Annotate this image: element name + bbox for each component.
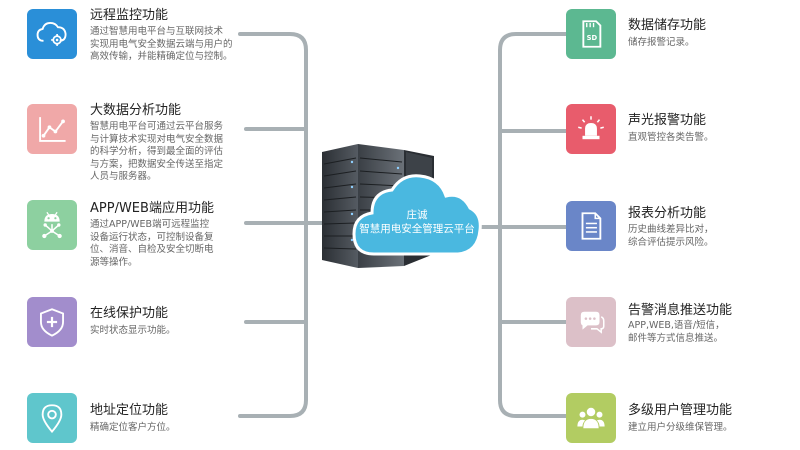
desc-line: 实现用电气安全数据云端与用户的 (90, 38, 233, 50)
svg-text:SD: SD (587, 34, 598, 42)
big-data-icon-box[interactable] (27, 104, 77, 154)
alarm-icon-box[interactable] (566, 104, 616, 154)
desc-line: 设备运行状态，可控制设备复 (90, 231, 214, 243)
left-title-0: 远程监控功能 (90, 8, 169, 23)
desc-line: 与方案，把数据安全传送至指定 (90, 158, 224, 170)
alert-push-icon-box[interactable] (566, 297, 616, 347)
app-web-icon-box[interactable] (27, 200, 77, 250)
right-desc-3: APP,WEB,语音/短信， 邮件等方式信息推送。 (628, 320, 800, 345)
right-title-3: 告警消息推送功能 (628, 303, 733, 318)
desc-line: 实时状态显示功能。 (90, 325, 176, 336)
platform-label: 庄诚 智慧用电安全管理云平台 (352, 208, 482, 236)
desc-line: 直观管控各类告警。 (628, 132, 714, 143)
data-storage-icon-box[interactable]: SD (566, 9, 616, 59)
desc-line: 与计算技术实现对电气安全数据 (90, 133, 224, 145)
right-title-1: 声光报警功能 (628, 113, 707, 128)
location-pin-icon (41, 404, 63, 434)
desc-line: 人员与服务器。 (90, 171, 157, 182)
desc-line: 位、消音、自检及安全切断电 (90, 244, 214, 255)
left-title-2: APP/WEB端应用功能 (90, 201, 214, 216)
desc-line: 通过APP/WEB端可远程监控 (90, 219, 210, 230)
platform-brand: 庄诚 (406, 209, 428, 221)
android-icon (42, 211, 62, 239)
alarm-light-icon (578, 116, 604, 140)
left-desc-0: 通过智慧用电平台与互联网技术 实现用电气安全数据云端与用户的 高效传输，并能精确… (90, 26, 270, 64)
right-title-0: 数据储存功能 (628, 18, 707, 33)
desc-line: 智慧用电平台可通过云平台服务 (90, 121, 224, 132)
desc-line: 历史曲线差异比对， (628, 224, 714, 235)
desc-line: 建立用户分级维保管理。 (628, 422, 733, 433)
cloud-gear-icon (36, 22, 67, 46)
right-title-4: 多级用户管理功能 (628, 403, 733, 418)
left-title-1: 大数据分析功能 (90, 103, 182, 118)
desc-line: 的科学分析，得到最全面的评估 (90, 146, 224, 157)
right-title-2: 报表分析功能 (628, 206, 707, 221)
user-manage-icon-box[interactable] (566, 393, 616, 443)
shield-plus-icon (40, 308, 64, 337)
sd-card-icon: SD (582, 20, 602, 48)
desc-line: 综合评估提示风险。 (628, 236, 714, 248)
document-icon (581, 212, 602, 240)
right-desc-1: 直观管控各类告警。 (628, 132, 800, 145)
desc-line: 高效传输，并能精确定位与控制。 (90, 51, 233, 62)
right-desc-2: 历史曲线差异比对， 综合评估提示风险。 (628, 224, 800, 249)
left-desc-2: 通过APP/WEB端可远程监控 设备运行状态，可控制设备复 位、消音、自检及安全… (90, 219, 270, 269)
left-title-4: 地址定位功能 (90, 403, 169, 418)
left-title-3: 在线保护功能 (90, 306, 169, 321)
location-icon-box[interactable] (27, 393, 77, 443)
desc-line: 源等操作。 (90, 256, 138, 268)
left-desc-1: 智慧用电平台可通过云平台服务 与计算技术实现对电气安全数据 的科学分析，得到最全… (90, 121, 270, 184)
desc-line: 储存报警记录。 (628, 37, 695, 48)
platform-name: 智慧用电安全管理云平台 (359, 223, 475, 235)
chat-bubble-icon (580, 311, 605, 334)
online-protect-icon-box[interactable] (27, 297, 77, 347)
desc-line: 邮件等方式信息推送。 (628, 332, 724, 344)
desc-line: APP,WEB,语音/短信， (628, 320, 725, 331)
report-icon-box[interactable] (566, 201, 616, 251)
remote-monitor-icon-box[interactable] (27, 9, 77, 59)
desc-line: 精确定位客户方位。 (90, 422, 176, 433)
desc-line: 通过智慧用电平台与互联网技术 (90, 26, 224, 37)
users-icon (577, 407, 605, 429)
left-desc-4: 精确定位客户方位。 (90, 422, 270, 435)
line-chart-icon (39, 117, 66, 142)
left-desc-3: 实时状态显示功能。 (90, 325, 270, 338)
right-desc-0: 储存报警记录。 (628, 37, 800, 50)
cloud-shape (352, 174, 482, 256)
right-desc-4: 建立用户分级维保管理。 (628, 422, 800, 435)
